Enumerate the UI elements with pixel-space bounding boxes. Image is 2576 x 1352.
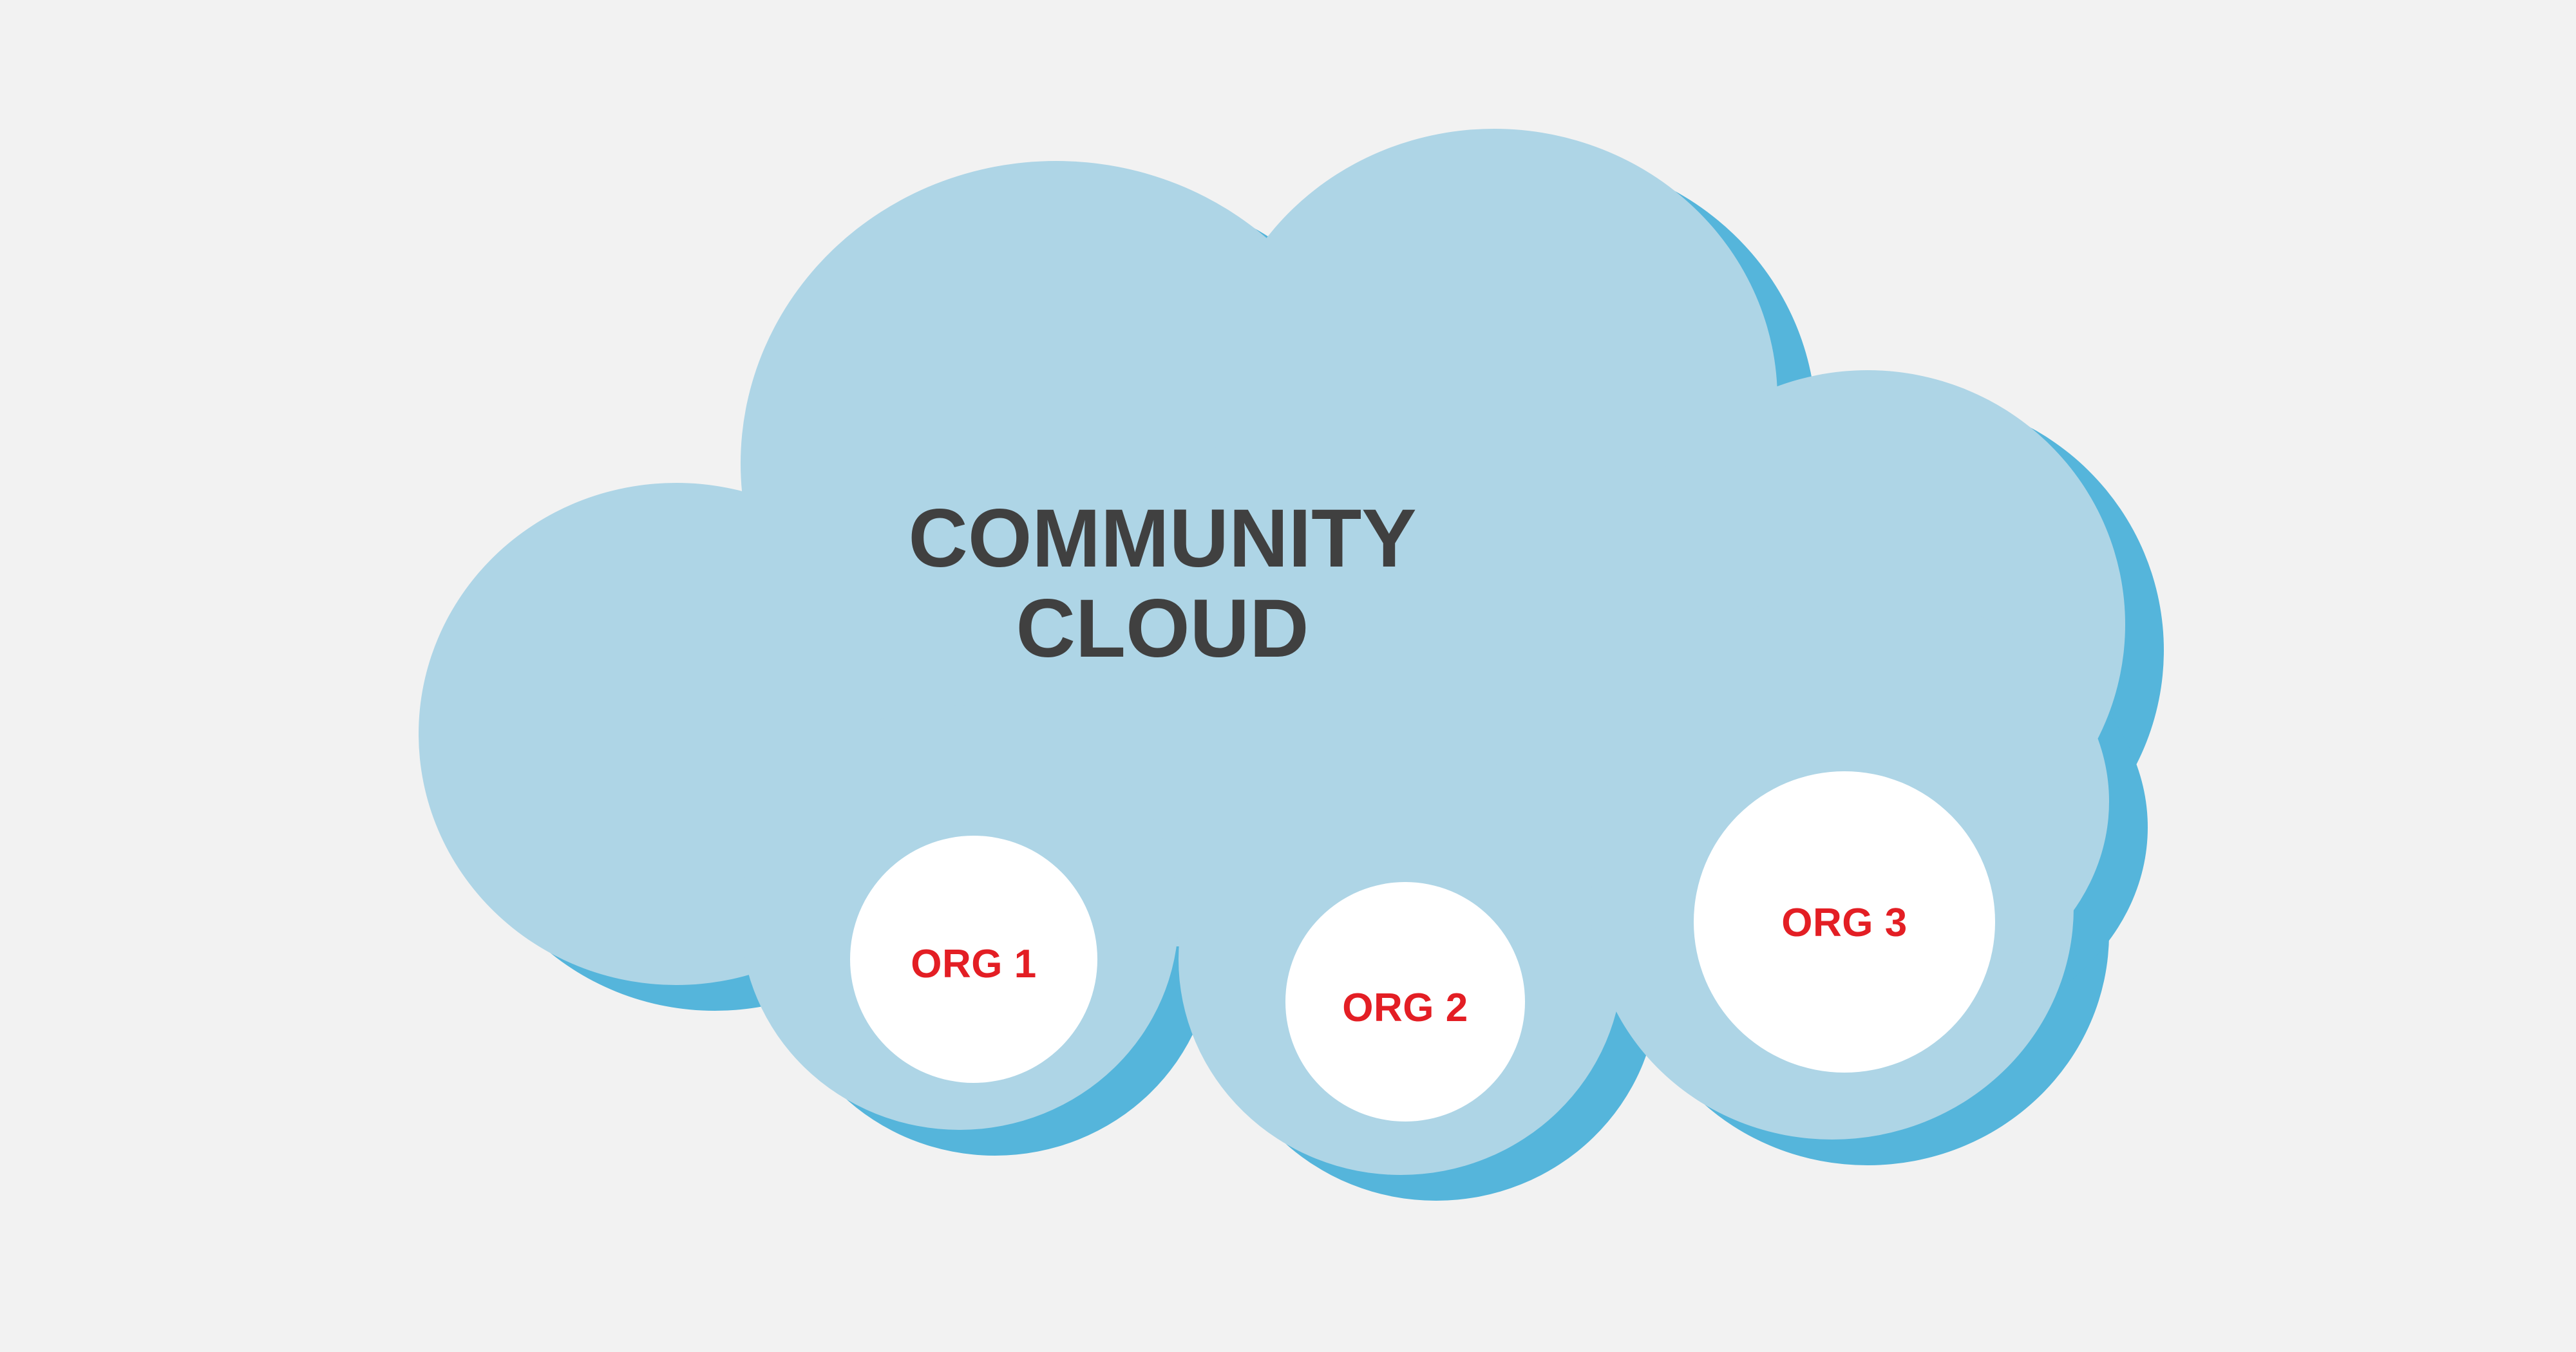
org-label-2: ORG 2	[1342, 986, 1468, 1030]
org-node-3[interactable]: ORG 3	[1694, 771, 1995, 1073]
cloud-title-line-2: CLOUD	[1016, 583, 1309, 675]
org-circle-1[interactable]	[850, 836, 1097, 1083]
org-circle-3[interactable]	[1694, 771, 1995, 1073]
org-node-1[interactable]: ORG 1	[850, 836, 1097, 1083]
org-label-1: ORG 1	[911, 942, 1036, 986]
cloud-title: COMMUNITY CLOUD	[908, 493, 1416, 675]
org-circle-2[interactable]	[1285, 882, 1525, 1122]
org-node-2[interactable]: ORG 2	[1285, 882, 1525, 1122]
org-label-3: ORG 3	[1781, 901, 1907, 945]
cloud-main-group	[419, 129, 2125, 1175]
cloud-title-line-1: COMMUNITY	[908, 493, 1416, 585]
